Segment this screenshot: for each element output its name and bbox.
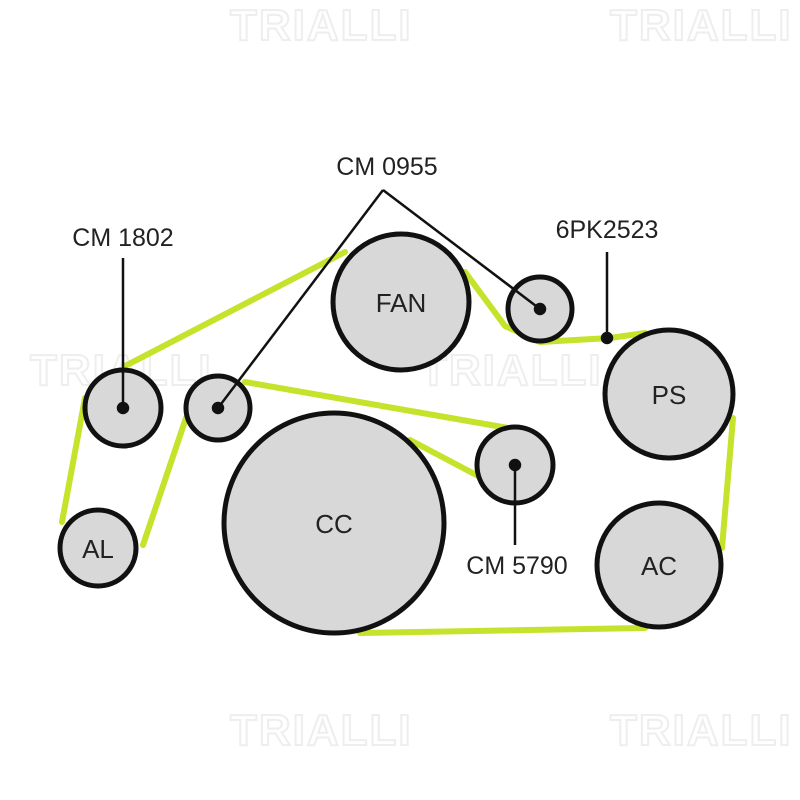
drive-belt [59, 249, 736, 636]
belt-segment [122, 249, 348, 369]
pulley-label-ac: AC [641, 551, 677, 581]
watermark: TRIALLI [230, 1, 413, 50]
pulley-label-cc: CC [315, 509, 353, 539]
part-label-cm1802: CM 1802 [72, 224, 173, 252]
belt-segment [357, 625, 648, 636]
belt-segment [59, 395, 88, 525]
watermark: TRIALLI [610, 1, 793, 50]
belt-label: 6PK2523 [556, 216, 659, 244]
pulley-label-ps: PS [652, 380, 687, 410]
part-label-cm0955: CM 0955 [336, 153, 437, 181]
pulley-label-al: AL [82, 534, 114, 564]
belt-segment [242, 379, 511, 431]
belt-segment [407, 437, 485, 481]
watermarks: TRIALLI TRIALLI TRIALLI TRIALLI TRIALLI … [29, 0, 793, 756]
pulley-cc [221, 410, 447, 636]
pulley-ac [594, 500, 724, 630]
part-label-cm5790: CM 5790 [466, 552, 567, 580]
belt-segment [719, 415, 736, 551]
watermark: TRIALLI [230, 706, 413, 755]
pulley-fan [330, 231, 472, 373]
pulley-ps [602, 327, 736, 461]
watermark: TRIALLI [420, 346, 603, 395]
watermark: TRIALLI [610, 706, 793, 755]
belt-segment [140, 415, 189, 548]
leader-lines [116, 189, 614, 545]
pulley-label-fan: FAN [376, 288, 427, 318]
pulley-al [57, 507, 139, 589]
